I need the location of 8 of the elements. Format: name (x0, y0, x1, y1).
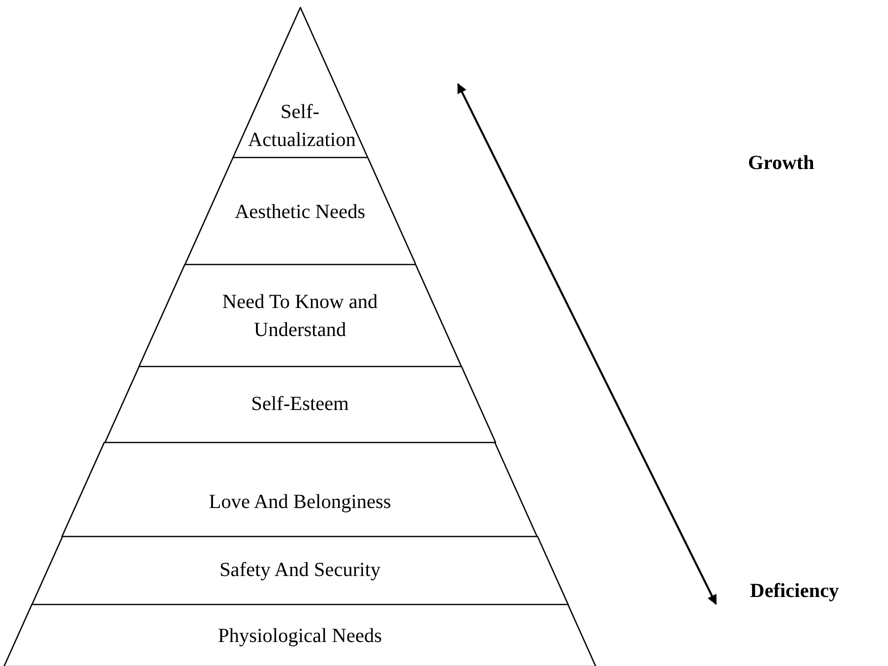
axis-label: Deficiency (750, 580, 839, 603)
tier-label: Need To Know and Understand (221, 290, 379, 343)
axis-label: Growth (748, 152, 814, 175)
tier-label: Safety And Security (218, 558, 382, 583)
tier-label: Physiological Needs (217, 624, 383, 649)
tier-label: Love And Belonginess (208, 490, 392, 515)
tier-label: Aesthetic Needs (234, 200, 366, 225)
tier-label: Self-Esteem (250, 392, 350, 417)
